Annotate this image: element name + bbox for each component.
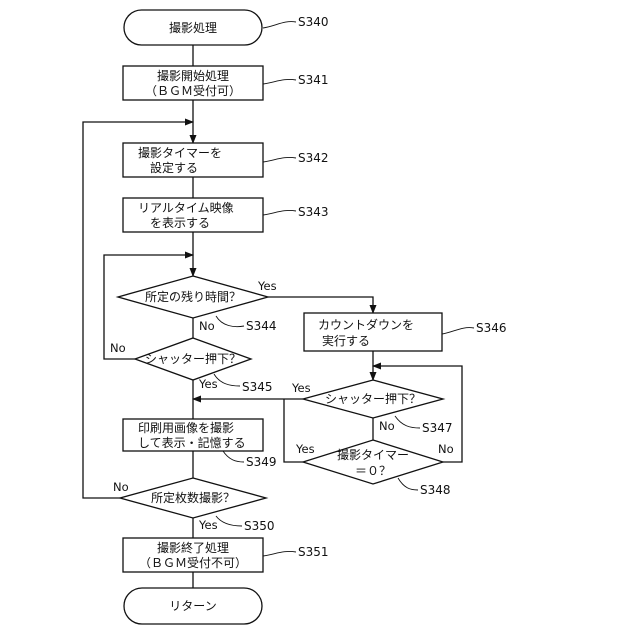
label-s345-no: No — [110, 341, 126, 355]
decision-s344: 所定の残り時間？ — [118, 276, 268, 318]
label-s347-yes: Yes — [291, 381, 311, 395]
decision-s348-line2: ＝０？ — [355, 464, 391, 478]
process-s346-line1: カウントダウンを — [318, 317, 414, 332]
terminal-start-label: 撮影処理 — [169, 21, 217, 35]
process-s342-line1: 撮影タイマーを — [138, 146, 222, 160]
step-s351: S351 — [298, 545, 329, 559]
process-s349-line1: 印刷用画像を撮影 — [138, 421, 234, 435]
process-s349-line2: して表示・記憶する — [138, 435, 246, 450]
process-s346: カウントダウンを 実行する — [304, 313, 442, 351]
process-s351: 撮影終了処理 （ＢＧＭ受付不可） — [123, 538, 263, 572]
process-s342: 撮影タイマーを 設定する — [123, 143, 263, 177]
process-s343-line2: を表示する — [150, 216, 210, 230]
label-s347-no: No — [379, 419, 395, 433]
process-s343-line1: リアルタイム映像 — [138, 201, 234, 215]
step-s345: S345 — [242, 380, 273, 394]
step-s347: S347 — [422, 421, 453, 435]
step-s348: S348 — [420, 483, 451, 497]
decision-s348-line1: 撮影タイマー — [337, 448, 409, 462]
process-s341-line1: 撮影開始処理 — [157, 69, 229, 83]
decision-s350-label: 所定枚数撮影？ — [151, 490, 235, 505]
decision-s345-label: シャッター押下？ — [145, 352, 241, 366]
process-s351-line1: 撮影終了処理 — [157, 540, 229, 555]
process-s343: リアルタイム映像 を表示する — [123, 198, 263, 232]
process-s341-line2: （ＢＧＭ受付可） — [145, 84, 241, 98]
process-s342-line2: 設定する — [150, 160, 198, 175]
label-s350-no: No — [113, 480, 129, 494]
label-s344-no: No — [199, 319, 215, 333]
terminal-start: 撮影処理 — [124, 10, 262, 45]
process-s346-line2: 実行する — [322, 333, 370, 348]
step-s343: S343 — [298, 205, 329, 219]
decision-s347-label: シャッター押下？ — [325, 392, 421, 406]
decision-s350: 所定枚数撮影？ — [120, 478, 266, 518]
step-s349: S349 — [246, 455, 277, 469]
label-s350-yes: Yes — [198, 518, 218, 532]
step-s346: S346 — [476, 321, 507, 335]
label-s348-yes: Yes — [295, 442, 315, 456]
label-s345-yes: Yes — [198, 377, 218, 391]
decision-s348: 撮影タイマー ＝０？ — [303, 440, 443, 484]
step-s344: S344 — [246, 319, 277, 333]
step-s340: S340 — [298, 15, 329, 29]
step-leaders — [214, 22, 474, 556]
decision-s347: シャッター押下？ — [303, 380, 443, 418]
terminal-end: リターン — [124, 588, 262, 624]
process-s341: 撮影開始処理 （ＢＧＭ受付可） — [123, 66, 263, 100]
terminal-end-label: リターン — [169, 599, 216, 613]
label-s348-no: No — [438, 442, 454, 456]
step-s341: S341 — [298, 73, 329, 87]
process-s349: 印刷用画像を撮影 して表示・記憶する — [123, 419, 263, 451]
label-s344-yes: Yes — [257, 279, 277, 293]
decision-s345: シャッター押下？ — [135, 338, 251, 380]
step-s350: S350 — [244, 519, 275, 533]
decision-s344-label: 所定の残り時間？ — [145, 289, 241, 304]
step-s342: S342 — [298, 151, 329, 165]
process-s351-line2: （ＢＧＭ受付不可） — [139, 556, 247, 570]
